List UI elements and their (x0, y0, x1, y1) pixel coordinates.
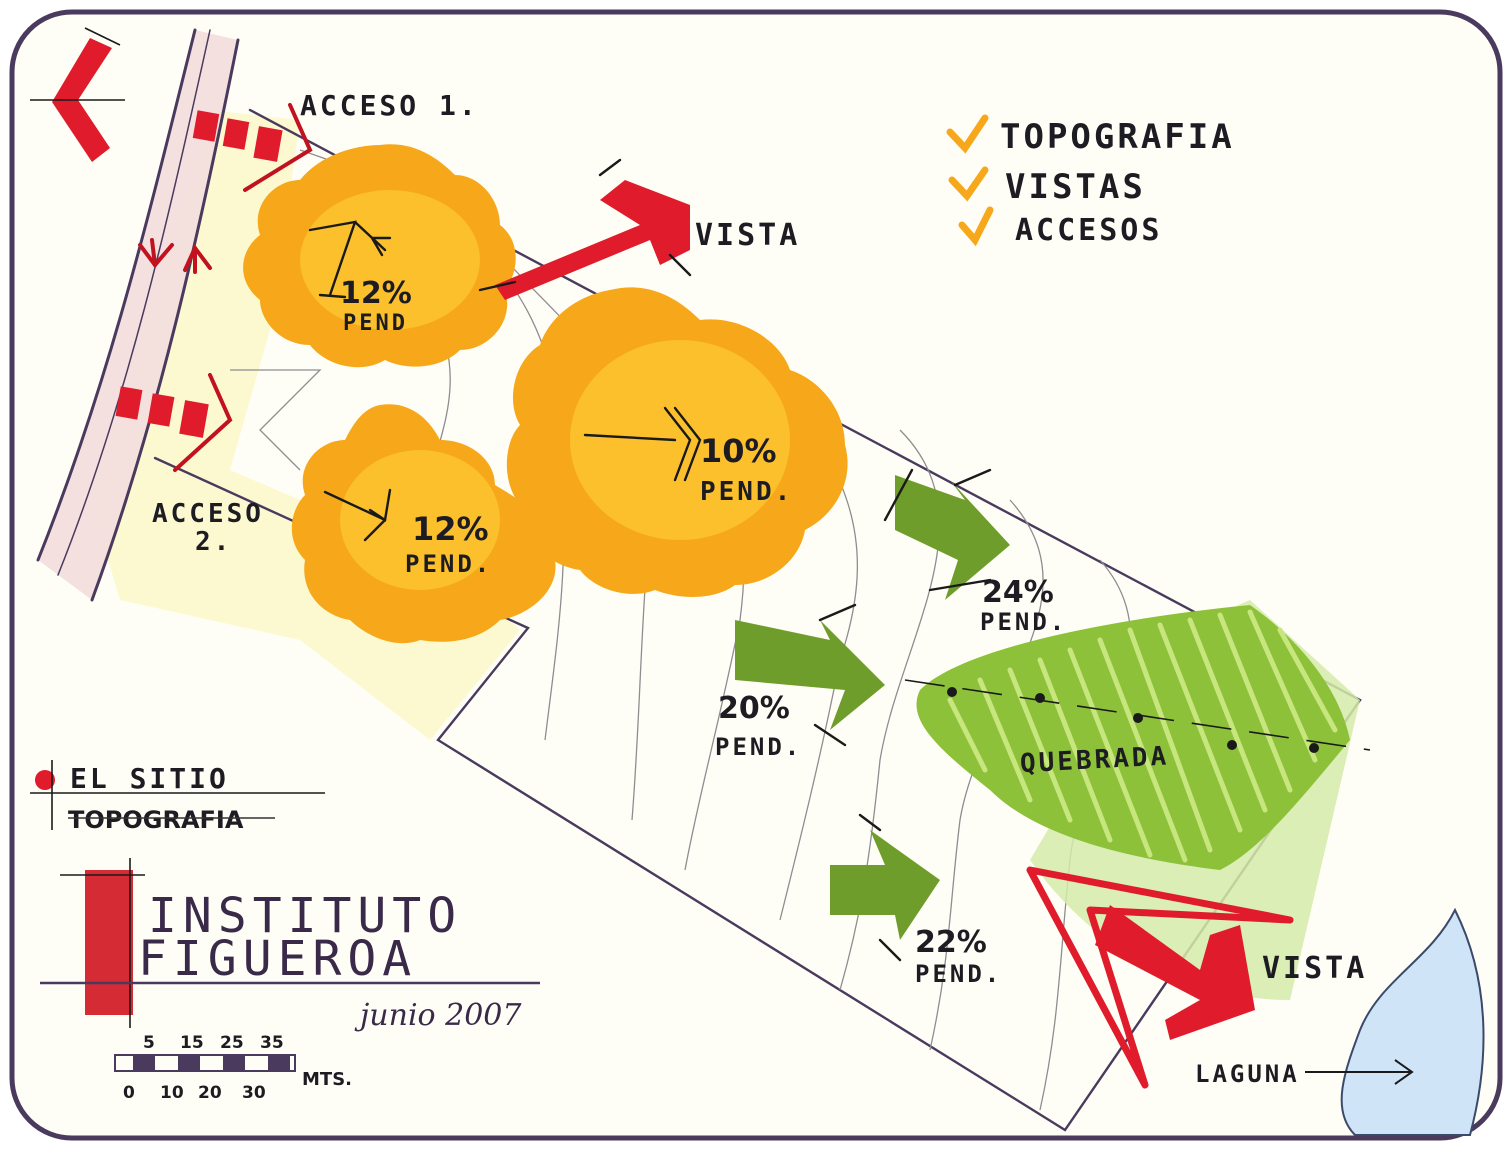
title-block: INSTITUTO FIGUEROA junio 2007 (40, 858, 540, 1033)
slope-5-pct: 20% (718, 691, 790, 726)
bullet-icon (35, 770, 55, 790)
north-arrow (30, 27, 125, 162)
vista-arrow-bottom (1095, 905, 1255, 1040)
title-date: junio 2007 (354, 998, 522, 1033)
slope-4-unit: PEND. (980, 608, 1067, 636)
checklist: TOPOGRAFIA VISTAS ACCESOS (946, 114, 1235, 248)
label-laguna: LAGUNA (1195, 1060, 1300, 1088)
scale-bottom-30: 30 (242, 1083, 266, 1103)
road-flow-arrows (138, 238, 212, 274)
label-vista-top: VISTA (695, 218, 800, 253)
quebrada-zone (904, 600, 1371, 1000)
slope-2-pct: 12% (412, 510, 489, 548)
slope-6-pct: 22% (915, 925, 987, 960)
slope-3-unit: PEND. (700, 477, 793, 507)
green-arrow-24 (883, 468, 1010, 600)
scale-bottom-10: 10 (160, 1083, 184, 1103)
green-arrow-20 (735, 603, 885, 747)
slope-4-pct: 24% (982, 575, 1054, 610)
slope-labels: 12% PEND 12% PEND. 10% PEND. 24% PEND. 2… (340, 276, 1067, 988)
vista-arrow-top (478, 158, 692, 300)
label-acceso-2-line2: 2. (195, 527, 232, 557)
vista-wedge (1026, 866, 1294, 1089)
sheet-legend: EL SITIO TOPOGRAFIA (30, 760, 325, 834)
legend-el-sitio: EL SITIO (70, 762, 229, 795)
laguna-arrow (1305, 1059, 1414, 1085)
slope-zones (243, 144, 848, 644)
scale-top-25: 25 (220, 1033, 244, 1053)
scale-top-15: 15 (180, 1033, 204, 1053)
slope-5-unit: PEND. (715, 733, 802, 761)
access-arrow-1 (192, 103, 313, 192)
title-color-bar (85, 870, 133, 1015)
slope-arrow-3 (583, 406, 702, 482)
slope-3-pct: 10% (700, 432, 777, 470)
scale-bottom-0: 0 (123, 1083, 135, 1103)
label-vista-bottom: VISTA (1262, 951, 1367, 986)
scale-unit: MTS. (302, 1069, 352, 1090)
label-acceso-2-line1: ACCESO (152, 499, 264, 529)
checklist-item-vistas: VISTAS (1005, 167, 1146, 207)
slope-1-unit: PEND (343, 311, 408, 336)
title-line-2: FIGUEROA (138, 931, 417, 987)
title-line-1: INSTITUTO (148, 888, 462, 944)
green-arrow-22 (830, 813, 940, 962)
check-icon (946, 114, 989, 154)
scale-bar: 5 15 25 35 0 10 20 30 MTS. (114, 1033, 352, 1103)
slope-arrow-1 (308, 220, 392, 299)
check-icon (948, 166, 989, 202)
road (36, 28, 240, 602)
check-icon (958, 206, 994, 247)
scale-top-5: 5 (143, 1033, 155, 1053)
slope-6-unit: PEND. (915, 960, 1002, 988)
scale-top-35: 35 (260, 1033, 284, 1053)
label-acceso-1: ACCESO 1. (300, 89, 479, 122)
slope-1-pct: 12% (340, 276, 412, 311)
checklist-item-topografia: TOPOGRAFIA (1000, 117, 1235, 157)
legend-topografia: TOPOGRAFIA (68, 806, 244, 834)
scale-bottom-20: 20 (198, 1083, 222, 1103)
checklist-item-accesos: ACCESOS (1015, 213, 1162, 248)
access-arrow-2 (115, 373, 233, 472)
laguna-water (1340, 907, 1485, 1136)
slope-2-unit: PEND. (405, 550, 492, 578)
slope-arrow-2 (323, 488, 392, 542)
